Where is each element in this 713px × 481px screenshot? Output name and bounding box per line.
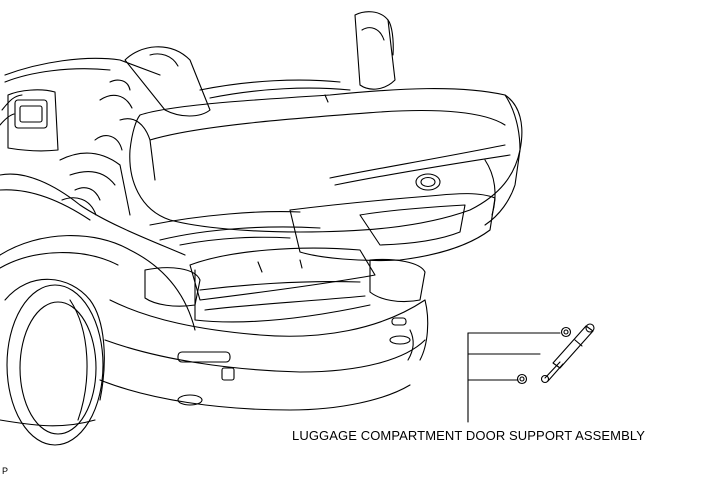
gas-strut-icon xyxy=(540,323,595,384)
support-assembly-callout xyxy=(467,323,595,423)
luggage-door xyxy=(129,11,523,262)
car-body xyxy=(0,46,429,446)
callout-label: LUGGAGE COMPARTMENT DOOR SUPPORT ASSEMBL… xyxy=(292,428,646,443)
figure-code: P xyxy=(2,466,9,476)
